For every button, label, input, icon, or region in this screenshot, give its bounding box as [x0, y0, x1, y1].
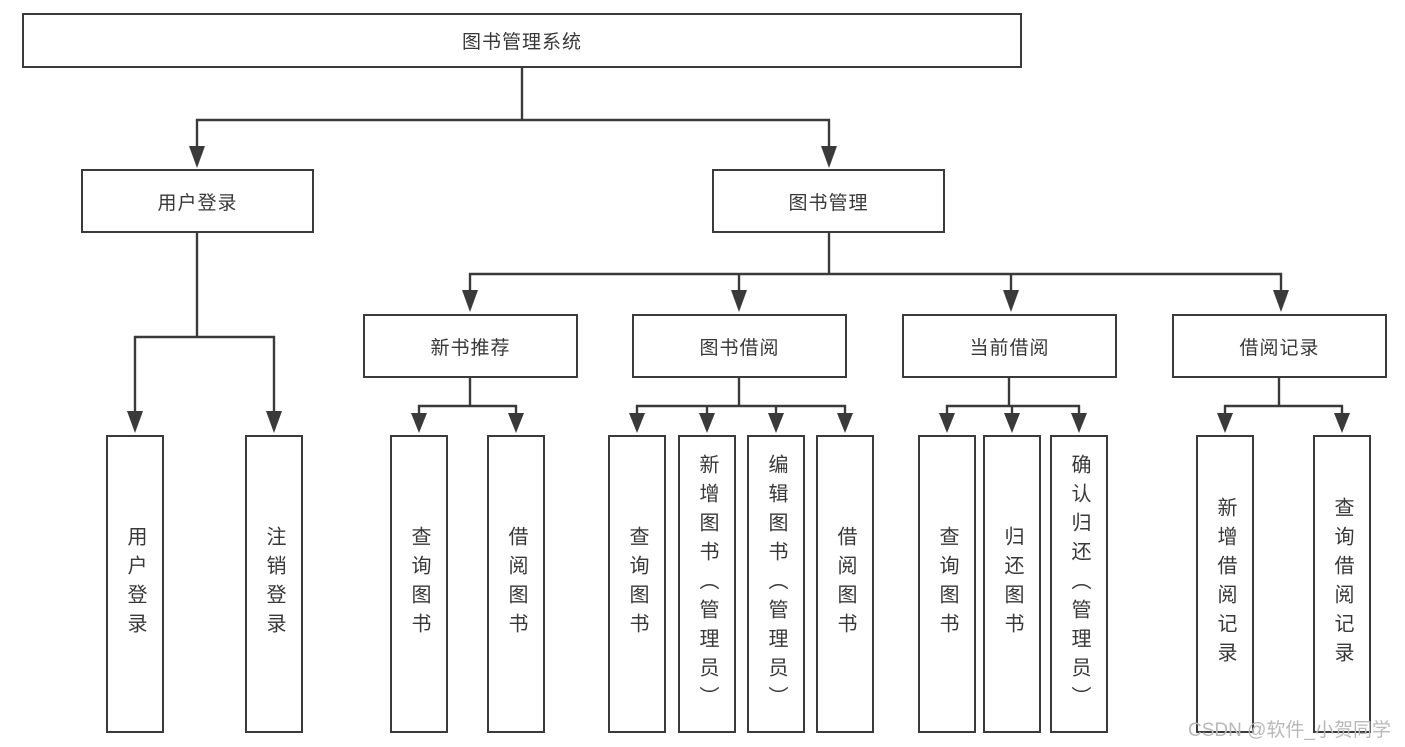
leaf-query-books-borrow: 查询图书 [608, 435, 666, 733]
leaf-add-book-admin: 新增图书（管理员） [678, 435, 736, 733]
leaf-borrow-books-recommend: 借阅图书 [487, 435, 545, 733]
node-library-management-system: 图书管理系统 [22, 13, 1022, 68]
leaf-query-borrow-record: 查询借阅记录 [1313, 435, 1371, 733]
leaf-borrow-books: 借阅图书 [816, 435, 874, 733]
leaf-edit-book-admin: 编辑图书（管理员） [747, 435, 805, 733]
node-user-login: 用户登录 [81, 169, 314, 233]
node-current-borrow: 当前借阅 [902, 314, 1117, 378]
node-book-management: 图书管理 [712, 169, 945, 233]
leaf-return-book: 归还图书 [983, 435, 1041, 733]
leaf-add-borrow-record: 新增借阅记录 [1196, 435, 1254, 733]
leaf-logout: 注销登录 [245, 435, 303, 733]
csdn-watermark: CSDN @软件_小贺同学 [1188, 720, 1391, 741]
node-book-borrow: 图书借阅 [632, 314, 847, 378]
node-new-book-recommend: 新书推荐 [363, 314, 578, 378]
node-borrow-records: 借阅记录 [1172, 314, 1387, 378]
leaf-user-login: 用户登录 [106, 435, 164, 733]
leaf-query-books-current: 查询图书 [918, 435, 976, 733]
leaf-query-books-recommend: 查询图书 [390, 435, 448, 733]
leaf-confirm-return-admin: 确认归还（管理员） [1050, 435, 1108, 733]
